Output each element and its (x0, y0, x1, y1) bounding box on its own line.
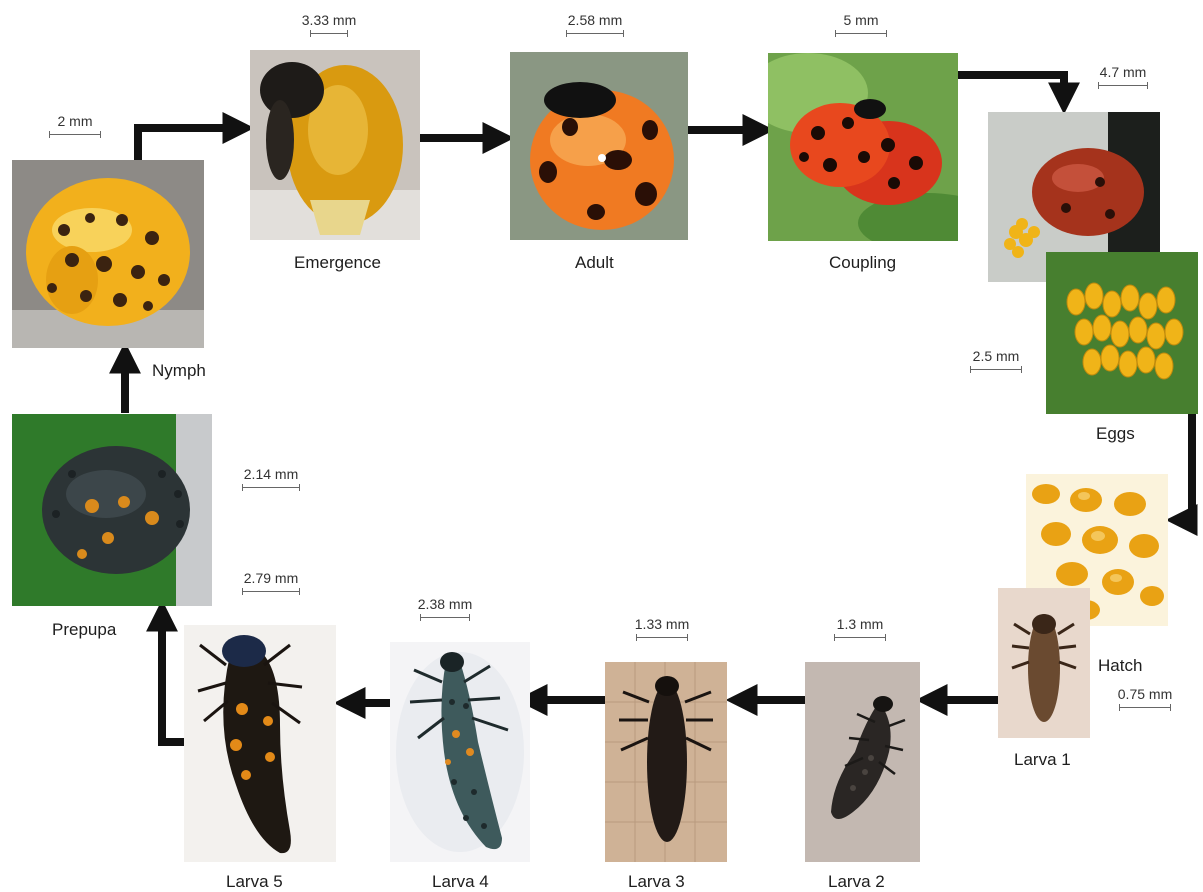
adult-scale-bar (566, 30, 624, 37)
larva4-scale: 2.38 mm (412, 596, 478, 621)
emergence-photo (250, 50, 420, 240)
prepupa-photo (12, 414, 212, 606)
larva5-scale: 2.79 mm (238, 570, 304, 595)
larva3-scale: 1.33 mm (632, 616, 692, 641)
larva2-scale: 1.3 mm (830, 616, 890, 641)
prepupa-scale-value: 2.14 mm (238, 466, 304, 482)
larva4-scale-value: 2.38 mm (412, 596, 478, 612)
larva4-label: Larva 4 (432, 872, 489, 892)
larva2-scale-bar (834, 634, 886, 641)
coupling-label: Coupling (829, 253, 896, 273)
nymph-photo (12, 160, 204, 348)
emergence-scale-value: 3.33 mm (297, 12, 361, 28)
prepupa-scale: 2.14 mm (238, 466, 304, 491)
emergence-label: Emergence (294, 253, 381, 273)
adult-photo (510, 52, 688, 240)
larva3-photo (605, 662, 727, 862)
larva2-scale-value: 1.3 mm (830, 616, 890, 632)
arrow-larva5-to-prepupa (162, 614, 184, 742)
emergence-scale: 3.33 mm (297, 12, 361, 37)
hatch-scale-value: 0.75 mm (1110, 686, 1180, 702)
larva1-label: Larva 1 (1014, 750, 1071, 770)
coupling-scale-bar (835, 30, 887, 37)
nymph-scale-bar (49, 131, 101, 138)
larva3-scale-bar (636, 634, 688, 641)
larva3-label: Larva 3 (628, 872, 685, 892)
laying-scale-value: 4.7 mm (1096, 64, 1150, 80)
larva5-label: Larva 5 (226, 872, 283, 892)
eggs-scale: 2.5 mm (966, 348, 1026, 373)
coupling-photo (768, 53, 958, 241)
hatch-scale: 0.75 mm (1110, 686, 1180, 711)
laying-scale: 4.7 mm (1096, 64, 1150, 89)
laying-scale-bar (1098, 82, 1148, 89)
eggs-label: Eggs (1096, 424, 1135, 444)
coupling-scale: 5 mm (834, 12, 888, 37)
arrow-nymph-to-emergence (138, 128, 240, 160)
eggs-scale-bar (970, 366, 1022, 373)
nymph-scale: 2 mm (48, 113, 102, 138)
arrow-eggs-to-hatch (1180, 405, 1192, 520)
coupling-scale-value: 5 mm (834, 12, 888, 28)
eggs-photo (1046, 252, 1198, 414)
hatch-scale-bar (1119, 704, 1171, 711)
arrow-coupling-to-laying (955, 75, 1064, 100)
prepupa-label: Prepupa (52, 620, 116, 640)
eggs-scale-value: 2.5 mm (966, 348, 1026, 364)
nymph-label: Nymph (152, 361, 206, 381)
larva2-label: Larva 2 (828, 872, 885, 892)
larva2-photo (805, 662, 920, 862)
emergence-scale-bar (310, 30, 348, 37)
adult-scale-value: 2.58 mm (563, 12, 627, 28)
larva3-scale-value: 1.33 mm (632, 616, 692, 632)
larva4-scale-bar (420, 614, 470, 621)
larva4-photo (390, 642, 530, 862)
adult-label: Adult (575, 253, 614, 273)
larva1-photo (998, 588, 1090, 738)
larva5-photo (184, 625, 336, 862)
nymph-scale-value: 2 mm (48, 113, 102, 129)
prepupa-scale-bar (242, 484, 300, 491)
adult-scale: 2.58 mm (563, 12, 627, 37)
larva5-scale-value: 2.79 mm (238, 570, 304, 586)
larva5-scale-bar (242, 588, 300, 595)
hatch-label: Hatch (1098, 656, 1142, 676)
